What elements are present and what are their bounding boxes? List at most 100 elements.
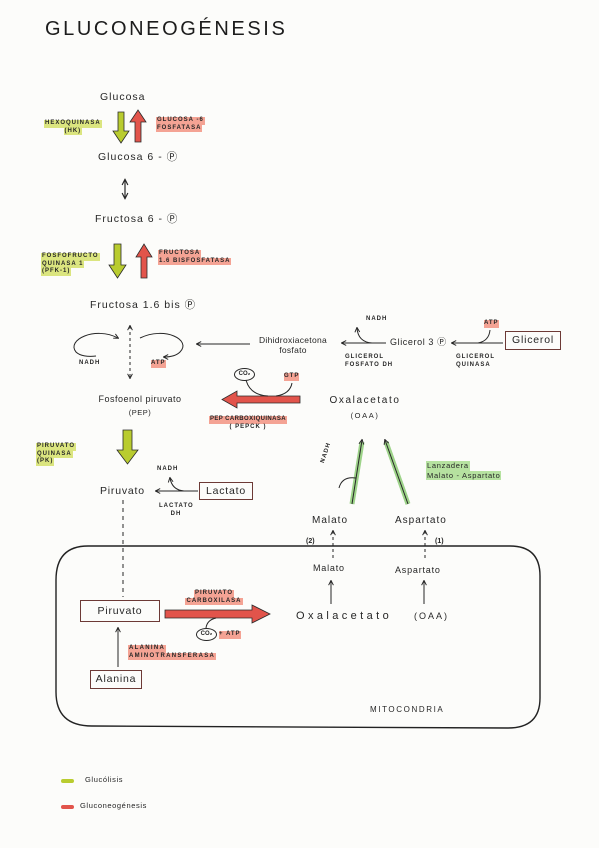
cofactor-atp-triosa: ATP: [151, 360, 166, 368]
lanzadera-line-2: Malato - Aspartato: [426, 470, 502, 480]
enzyme-pepck: PEP CARBOXIQUINASA ( PEPCK ): [206, 416, 290, 431]
metabolite-oaa-abbr: (OAA): [350, 411, 380, 420]
gluconeogenesis-arrow-pepck: [221, 390, 301, 409]
cofactor-nadh-triosa: NADH: [79, 360, 101, 366]
enzyme-fbpasa-line-2: 1.6 BISFOSFATASA: [158, 257, 232, 266]
enzyme-pc-line-1: PIRUVATO: [193, 590, 234, 598]
enzyme-ldh-line-1: LACTATO: [159, 503, 194, 509]
metabolite-glucosa: Glucosa: [100, 91, 146, 103]
enzyme-piruvato-quinasa: PIRUVATO QUINASA (PK): [36, 443, 77, 466]
enzyme-gk-line-2: QUINASA: [456, 361, 491, 368]
metabolite-oaa: Oxalacetato (OAA): [318, 393, 412, 423]
enzyme-glicerol-quinasa: GLICEROL QUINASA: [455, 354, 496, 369]
metabolite-piruvato-mitocondria-box: Piruvato: [80, 600, 160, 622]
enzyme-gk-line-1: GLICEROL: [456, 354, 495, 360]
metabolite-pep: Fosfoenol piruvato (PEP): [84, 392, 196, 420]
gluconeogenesis-arrow-fbpasa: [135, 243, 153, 279]
enzyme-alt-line-2: AMINOTRANSFERASA: [128, 652, 217, 661]
ldh-nadh-branch: [170, 478, 185, 492]
legend-gluconeogenesis-swatch: [61, 805, 74, 809]
metabolite-aspartato-citosol: Aspartato: [395, 515, 447, 526]
pepck-co2-branch: [245, 379, 269, 397]
shuttle-aspartato-arrow: [385, 440, 409, 505]
enzyme-pfk1: FOSFOFRUCTO QUINASA 1 (PFK-1): [41, 253, 100, 276]
cofactor-atp-glicerol: ATP: [484, 320, 499, 328]
shuttle-nadh-branch: [338, 477, 357, 489]
enzyme-alt-line-1: ALANINA: [128, 645, 167, 653]
enzyme-alanina-aminotransferasa: ALANINA AMINOTRANSFERASA: [128, 645, 217, 661]
metabolite-malato-mitocondria: Malato: [313, 563, 345, 573]
cofactor-nadh-glicerol: NADH: [366, 316, 388, 322]
metabolite-malato-citosol: Malato: [312, 515, 349, 526]
cofactor-co2-pepck: CO₂: [234, 368, 255, 381]
enzyme-piruvato-carboxilasa: PIRUVATO CARBOXILASA: [176, 590, 252, 606]
enzyme-pk-line-3: (PK): [36, 458, 55, 466]
enzyme-pfk1-line-2: QUINASA 1: [41, 260, 85, 269]
shuttle-malato-arrow: [351, 440, 362, 505]
metabolite-glicerol-3p: Glicerol 3 Ⓟ: [390, 337, 447, 347]
enzyme-fructosa-bisfosfatasa: FRUCTOSA 1.6 BISFOSFATASA: [158, 250, 232, 266]
enzyme-gpdh-line-1: GLICEROL: [345, 354, 384, 360]
metabolite-oaa-name: Oxalacetato: [329, 395, 401, 406]
glucolisis-arrow-pfk1: [108, 243, 127, 279]
page-title: GLUCONEOGÉNESIS: [45, 18, 288, 40]
gk-atp-branch: [477, 329, 491, 344]
metabolite-pep-abbr: (PEP): [128, 408, 152, 417]
enzyme-g6pasa-line-2: FOSFATASA: [156, 124, 203, 133]
enzyme-glicerol-fosfato-dh: GLICEROL FOSFATO DH: [344, 354, 394, 369]
lanzadera-line-1: Lanzadera: [426, 461, 470, 471]
metabolite-pep-name: Fosfoenol piruvato: [98, 394, 182, 404]
enzyme-pfk1-line-1: FOSFOFRUCTO: [41, 253, 100, 261]
pepck-gtp-branch: [275, 382, 293, 397]
metabolite-dhap: Dihidroxiacetona fosfato: [250, 335, 336, 355]
metabolite-aspartato-mitocondria: Aspartato: [395, 565, 441, 575]
legend-glucolisis-label: Glucólisis: [85, 775, 124, 784]
metabolite-dhap-line-1: Dihidroxiacetona: [258, 335, 328, 345]
enzyme-hexoquinasa: HEXOQUINASA (HK): [44, 120, 102, 136]
enzyme-g6pasa-line-1: GLUCOSA -6: [156, 117, 205, 125]
lanzadera-malato-aspartato: Lanzadera Malato - Aspartato: [426, 461, 502, 480]
transport-step-aspartato: (1): [435, 538, 444, 545]
mitochondrion-membrane: [55, 545, 541, 729]
enzyme-pepck-name: PEP CARBOXIQUINASA: [208, 416, 288, 424]
enzyme-pc-line-2: CARBOXILASA: [185, 597, 243, 606]
metabolite-oaa-mitocondria-abbr: (OAA): [414, 611, 450, 621]
cofactor-nadh-lactato: NADH: [157, 466, 179, 472]
atp-curved-arrow: [139, 333, 184, 357]
enzyme-pepck-abbr: ( PEPCK ): [229, 423, 267, 430]
legend-glucolisis-swatch: [61, 779, 74, 783]
enzyme-gpdh-line-2: FOSFATO DH: [345, 361, 394, 368]
glucolisis-arrow-hk: [112, 111, 130, 144]
enzyme-hexoquinasa-name: HEXOQUINASA: [44, 120, 102, 128]
metabolite-oaa-mitocondria: Oxalacetato: [296, 610, 393, 622]
enzyme-fbpasa-line-1: FRUCTOSA: [158, 250, 202, 258]
mitochondrion-label: MITOCONDRIA: [370, 705, 445, 714]
transport-step-malato: (2): [306, 538, 315, 545]
gluconeogenesis-arrow-g6pasa: [129, 109, 147, 143]
gluconeogenesis-arrow-pc: [164, 604, 271, 624]
legend-gluconeogenesis-label: Gluconeogénesis: [80, 801, 147, 810]
glucolisis-arrow-pk: [116, 429, 139, 465]
enzyme-pk-line-2: QUINASA: [36, 450, 73, 459]
cofactor-atp-pc: + ATP: [219, 631, 241, 639]
enzyme-ldh-line-2: DH: [170, 510, 182, 517]
enzyme-pk-line-1: PIRUVATO: [36, 443, 77, 451]
metabolite-glucosa-6p: Glucosa 6 - Ⓟ: [98, 151, 179, 163]
metabolite-piruvato: Piruvato: [100, 485, 145, 497]
metabolite-alanina-box: Alanina: [90, 670, 142, 689]
enzyme-pfk1-line-3: (PFK-1): [41, 268, 72, 276]
gpdh-nadh-branch: [357, 328, 373, 344]
nadh-curved-arrow: [73, 333, 118, 357]
enzyme-hexoquinasa-abbr: (HK): [63, 127, 83, 136]
pc-co2-branch: [205, 617, 217, 629]
enzyme-glucosa-6-fosfatasa: GLUCOSA -6 FOSFATASA: [156, 117, 205, 133]
cofactor-gtp-pepck: GTP: [284, 373, 300, 381]
metabolite-fructosa-16bp: Fructosa 1.6 bis Ⓟ: [90, 299, 197, 311]
metabolite-glicerol-box: Glicerol: [505, 331, 561, 350]
metabolite-dhap-line-2: fosfato: [279, 345, 307, 355]
cofactor-co2-pc: CO₂: [196, 628, 217, 641]
metabolite-lactato-box: Lactato: [199, 482, 253, 500]
metabolite-fructosa-6p: Fructosa 6 - Ⓟ: [95, 213, 179, 225]
enzyme-lactato-dh: LACTATO DH: [158, 503, 194, 518]
